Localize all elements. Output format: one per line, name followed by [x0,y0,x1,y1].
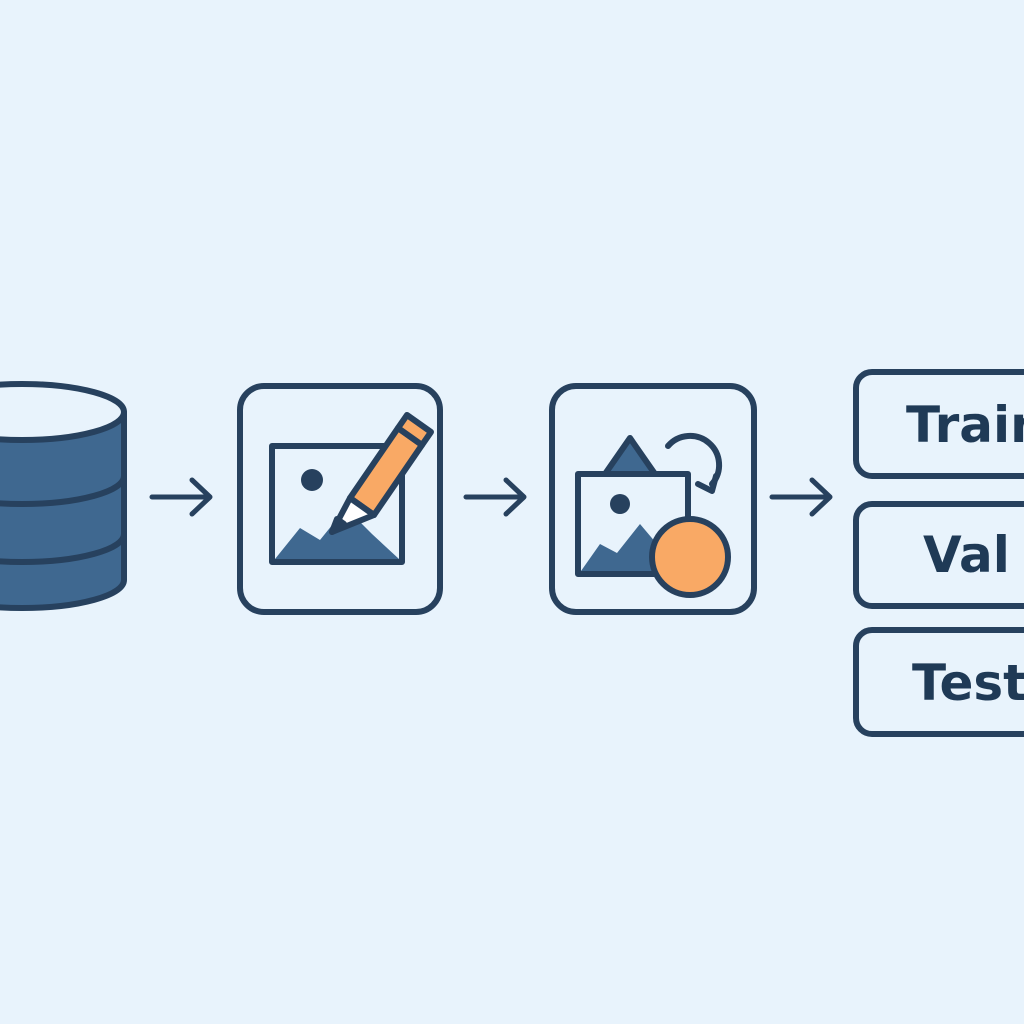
split-val-label: Val [923,526,1010,584]
triangle-shape-icon [602,435,658,477]
image-annotation-icon [237,383,443,615]
split-test-label: Test [912,654,1024,712]
split-train-label: Train [906,396,1024,454]
arrow-right-icon [463,477,527,517]
arrow-right-icon [769,477,833,517]
database-icon [0,381,127,611]
image-augmentation-icon [549,383,757,615]
split-val-box: Val [853,501,1024,609]
arrow-right-icon [149,477,213,517]
split-train-box: Train [853,369,1024,479]
pencil-icon [329,412,434,535]
split-test-box: Test [853,627,1024,737]
orange-circle-icon [649,516,731,598]
rotate-arrow-icon [665,432,723,494]
